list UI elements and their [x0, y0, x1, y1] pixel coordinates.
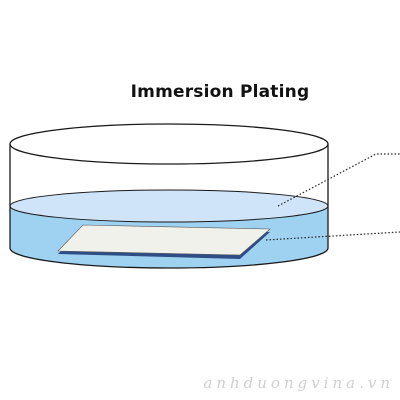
dish-bottom-rim — [9, 247, 329, 269]
solution-surface — [9, 189, 329, 223]
plate-callout-line — [265, 231, 400, 241]
dish-top-rim — [9, 123, 329, 165]
watermark: anhduongvina.vn — [203, 374, 394, 392]
solution-callout-line — [277, 153, 400, 207]
diagram-title: Immersion Plating — [130, 82, 310, 102]
plate-top — [57, 224, 271, 256]
